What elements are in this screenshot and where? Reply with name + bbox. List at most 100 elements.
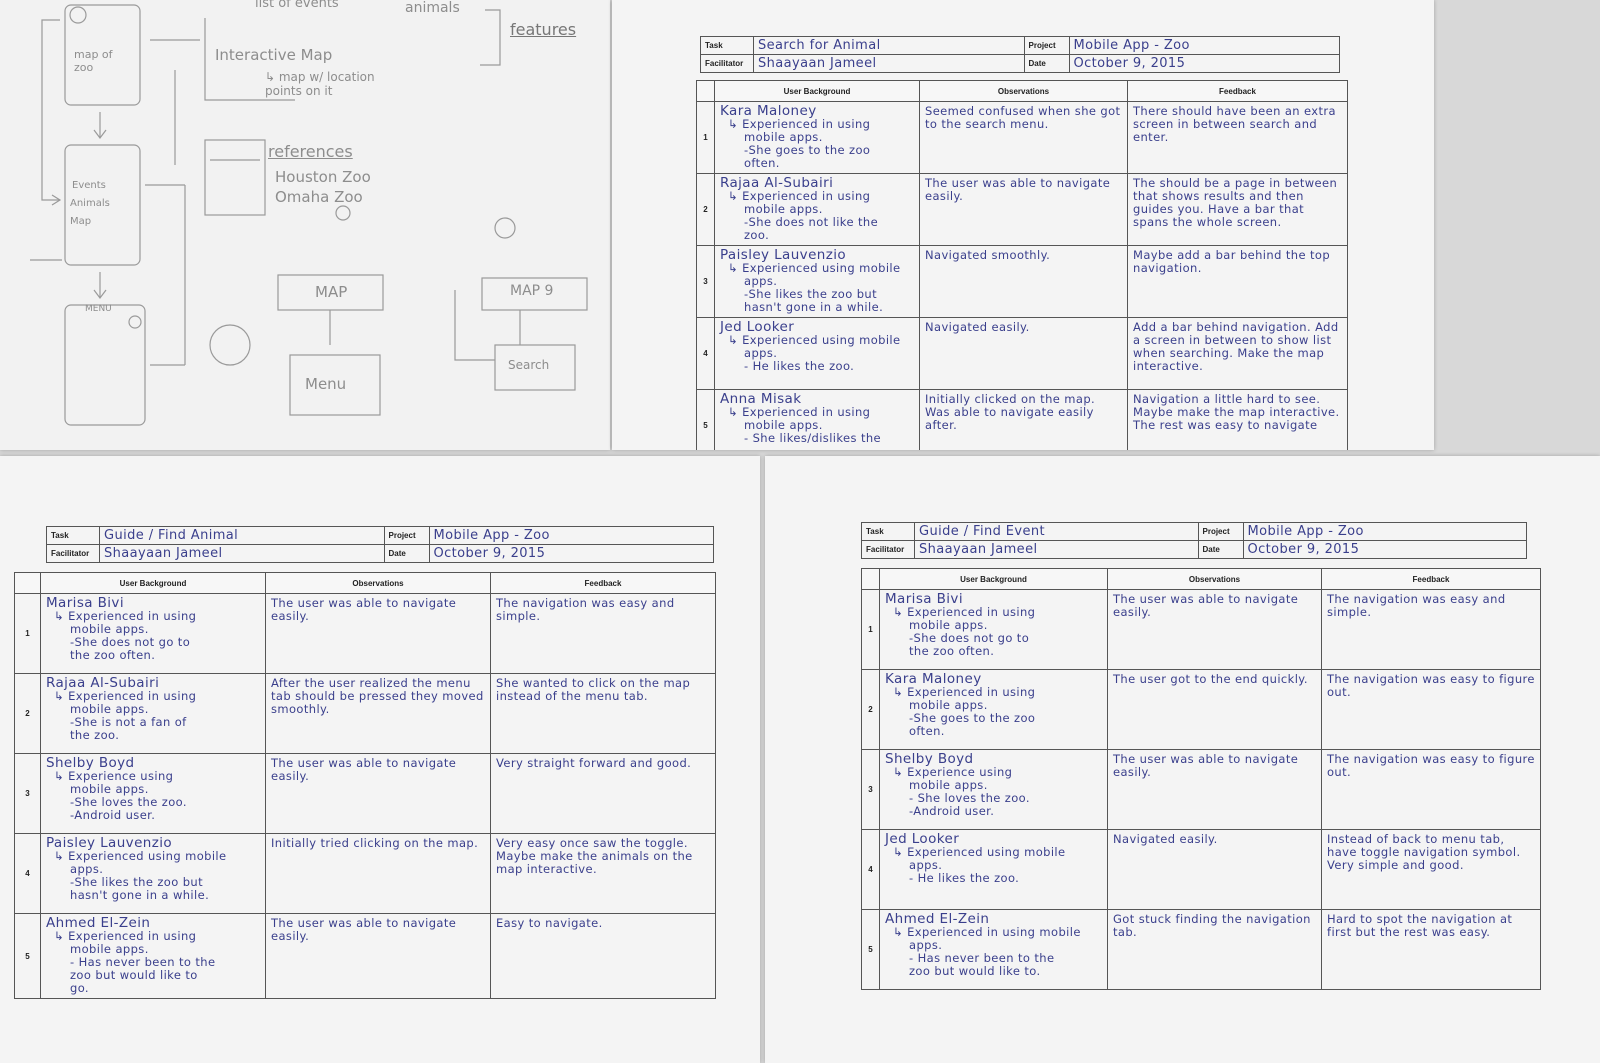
background-line: ↳ Experience using xyxy=(54,769,174,783)
background-line: the zoo often. xyxy=(909,644,995,658)
task-label: Task xyxy=(46,526,100,545)
col-header-feedback: Feedback xyxy=(1321,568,1541,590)
task-value: Guide / Find Animal xyxy=(99,526,385,545)
background-line: - Has never been to the xyxy=(909,951,1055,965)
background-line: -Android user. xyxy=(909,804,995,818)
sketch-note-map-of-zoo: map of zoo xyxy=(74,48,113,74)
participant-name: Shelby Boyd xyxy=(885,751,974,767)
observations-cell: Navigated easily. xyxy=(1107,829,1322,910)
user-background-cell: Paisley Lauvenzio↳ Experienced using mob… xyxy=(40,833,266,914)
row-number: 3 xyxy=(861,749,880,830)
col-header-observations: Observations xyxy=(919,80,1128,102)
row-number: 5 xyxy=(696,389,715,450)
row-number: 4 xyxy=(14,833,41,914)
participant-name: Shelby Boyd xyxy=(46,755,135,771)
observations-cell: The user got to the end quickly. xyxy=(1107,669,1322,750)
background-line: mobile apps. xyxy=(70,782,149,796)
background-line: mobile apps. xyxy=(744,202,823,216)
background-line: ↳ Experienced in using xyxy=(54,929,197,943)
background-line: ↳ Experienced in using xyxy=(54,689,197,703)
background-line: the zoo. xyxy=(70,728,120,742)
date-label: Date xyxy=(383,544,430,563)
background-line: ↳ Experienced in using xyxy=(728,117,871,131)
background-line: apps. xyxy=(744,274,778,288)
background-line: ↳ Experienced in using xyxy=(893,685,1036,699)
sketch-note-features: features xyxy=(510,20,577,39)
row-number: 5 xyxy=(861,909,880,990)
date-label: Date xyxy=(1197,540,1244,559)
usability-sheet-search-animal: Task Search for Animal Project Mobile Ap… xyxy=(612,0,1434,450)
background-line: zoo but would like to xyxy=(70,968,198,982)
sketch-note-events: Events xyxy=(72,180,106,191)
background-line: -She does not go to xyxy=(909,631,1030,645)
feedback-cell: The should be a page in between that sho… xyxy=(1127,173,1348,246)
feedback-cell: Navigation a little hard to see. Maybe m… xyxy=(1127,389,1348,450)
user-background-cell: Paisley Lauvenzio↳ Experienced using mob… xyxy=(714,245,920,318)
feedback-cell: She wanted to click on the map instead o… xyxy=(490,673,716,754)
sketch-note-menu-small: MENU xyxy=(85,304,112,314)
usability-sheet-find-animal: Task Guide / Find Animal Project Mobile … xyxy=(0,456,760,1063)
participant-name: Paisley Lauvenzio xyxy=(46,835,173,851)
row-number: 3 xyxy=(14,753,41,834)
project-label: Project xyxy=(1023,36,1070,55)
background-line: mobile apps. xyxy=(909,778,988,792)
participant-name: Anna Misak xyxy=(720,391,802,407)
feedback-cell: Maybe add a bar behind the top navigatio… xyxy=(1127,245,1348,318)
observations-cell: The user was able to navigate easily. xyxy=(265,593,491,674)
task-label: Task xyxy=(700,36,754,55)
usability-sheet-find-event: Task Guide / Find Event Project Mobile A… xyxy=(765,456,1600,1063)
row-number: 2 xyxy=(696,173,715,246)
row-number: 2 xyxy=(861,669,880,750)
row-number: 4 xyxy=(696,317,715,390)
background-line: -She goes to the zoo xyxy=(744,143,871,157)
observations-cell: Initially clicked on the map. Was able t… xyxy=(919,389,1128,450)
background-line: - Has never been to the xyxy=(70,955,216,969)
project-value: Mobile App - Zoo xyxy=(1242,522,1527,541)
facilitator-value: Shaayaan Jameel xyxy=(914,540,1199,559)
feedback-cell: Very straight forward and good. xyxy=(490,753,716,834)
sketch-note-map: MAP xyxy=(315,283,348,301)
participant-name: Paisley Lauvenzio xyxy=(720,247,847,263)
observations-cell: The user was able to navigate easily. xyxy=(1107,749,1322,830)
participant-name: Jed Looker xyxy=(720,319,795,335)
project-label: Project xyxy=(383,526,430,545)
participant-name: Rajaa Al-Subairi xyxy=(720,175,834,191)
col-header-background: User Background xyxy=(40,572,266,594)
sketch-note-animals-small: Animals xyxy=(70,198,110,209)
background-line: ↳ Experience using xyxy=(893,765,1013,779)
observations-cell: The user was able to navigate easily. xyxy=(919,173,1128,246)
background-line: - He likes the zoo. xyxy=(909,871,1020,885)
background-line: go. xyxy=(70,981,89,995)
task-label: Task xyxy=(861,522,915,541)
sheet-header: Task Search for Animal Project Mobile Ap… xyxy=(700,36,1340,73)
background-line: mobile apps. xyxy=(744,130,823,144)
task-value: Guide / Find Event xyxy=(914,522,1199,541)
background-line: mobile apps. xyxy=(909,698,988,712)
col-header-background: User Background xyxy=(714,80,920,102)
feedback-cell: Easy to navigate. xyxy=(490,913,716,999)
sketch-note-interactive-map: Interactive Map xyxy=(215,46,333,64)
background-line: ↳ Experienced in using mobile xyxy=(893,925,1081,939)
date-value: October 9, 2015 xyxy=(1242,540,1527,559)
sketch-note-omaha-zoo: Omaha Zoo xyxy=(275,188,363,206)
background-line: often. xyxy=(744,156,780,170)
background-line: ↳ Experienced using mobile xyxy=(728,261,901,275)
observations-cell: Navigated easily. xyxy=(919,317,1128,390)
background-line: ↳ Experienced in using xyxy=(728,189,871,203)
